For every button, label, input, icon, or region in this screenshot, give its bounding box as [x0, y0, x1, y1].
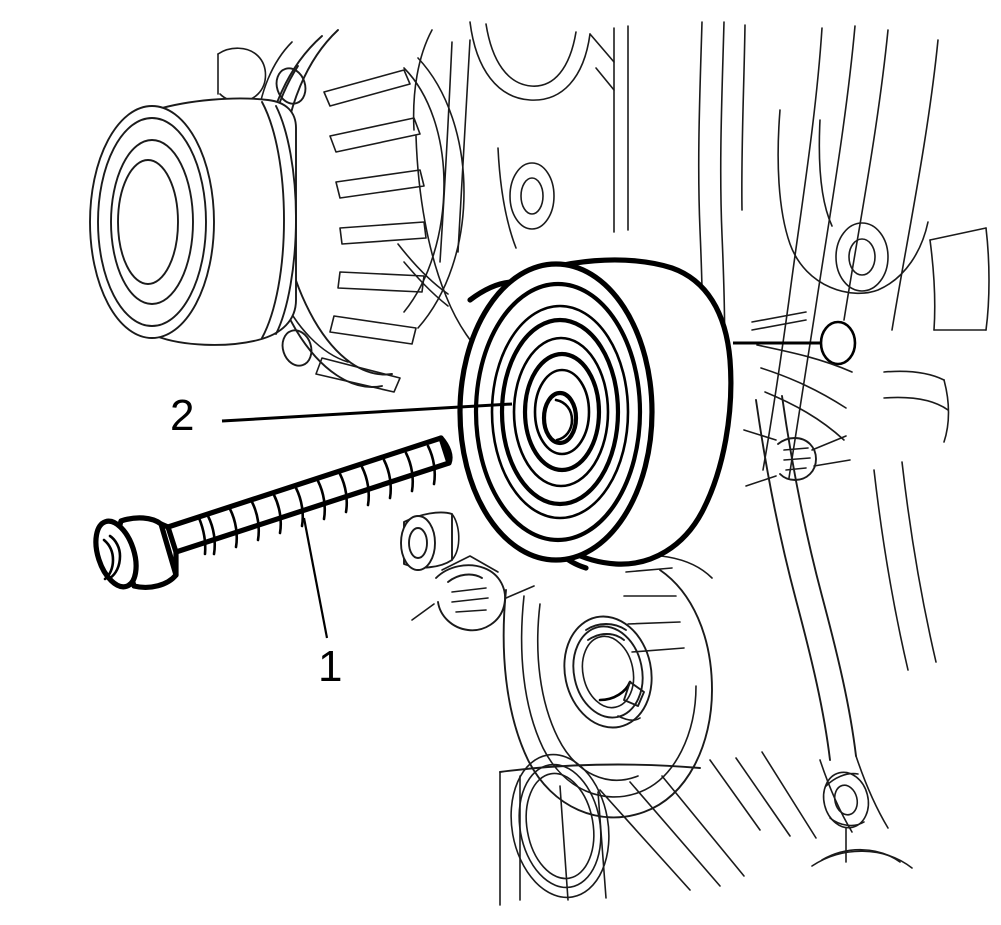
block-stud-bolt	[411, 555, 535, 632]
callout-label-2: 2	[170, 391, 195, 440]
callout-leader-1	[302, 517, 329, 639]
idler-pulley-mounting-bolt	[93, 435, 453, 590]
spacer-bushing	[400, 511, 460, 571]
callout-leader-2	[221, 402, 513, 423]
engine-block	[397, 21, 990, 906]
callout-label-1: 1	[318, 642, 343, 691]
block-stud-bolt-upper	[743, 429, 851, 487]
idler-pulley	[457, 257, 734, 571]
water-pump-pulley	[89, 97, 297, 346]
